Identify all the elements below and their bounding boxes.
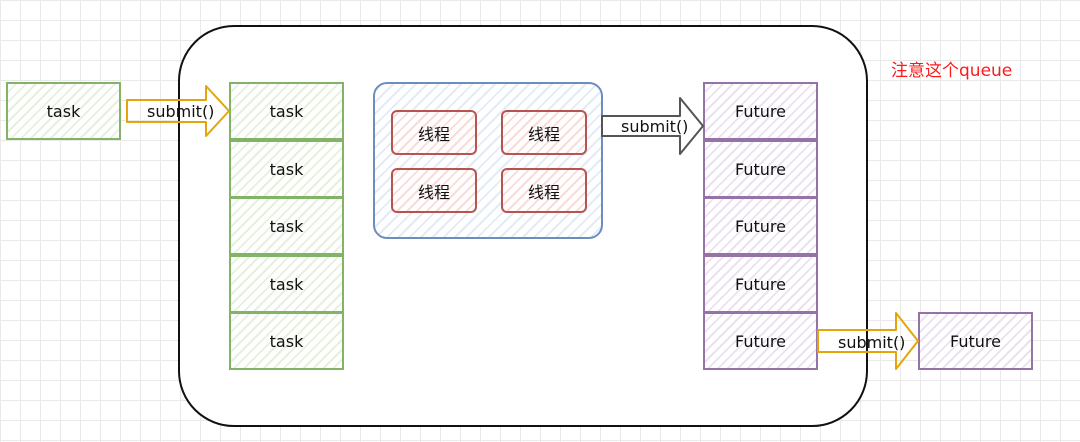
future-box-2: Future — [703, 140, 818, 198]
submit-mid-label: submit() — [621, 117, 689, 136]
queue-task-label: task — [269, 331, 304, 351]
queue-task-label: task — [269, 159, 304, 179]
queue-task-5: task — [229, 312, 344, 370]
queue-task-label: task — [269, 274, 304, 294]
future-label: Future — [735, 101, 786, 121]
queue-task-3: task — [229, 197, 344, 255]
thread-box-2: 线程 — [501, 110, 587, 155]
submit-mid-arrow — [601, 97, 704, 155]
queue-task-4: task — [229, 255, 344, 313]
thread-box-3: 线程 — [391, 168, 477, 213]
thread-box-1: 线程 — [391, 110, 477, 155]
thread-box-4: 线程 — [501, 168, 587, 213]
future-label: Future — [735, 274, 786, 294]
thread-label: 线程 — [527, 182, 560, 202]
input-task-label: task — [46, 101, 81, 121]
queue-task-label: task — [269, 216, 304, 236]
submit-in-label: submit() — [147, 102, 215, 121]
output-future-label: Future — [950, 331, 1001, 351]
future-box-3: Future — [703, 197, 818, 255]
future-label: Future — [735, 331, 786, 351]
thread-label: 线程 — [417, 182, 450, 202]
future-box-5: Future — [703, 312, 818, 370]
thread-label: 线程 — [417, 124, 450, 144]
submit-out-arrow — [817, 312, 919, 370]
queue-task-1: task — [229, 82, 344, 140]
queue-note: 注意这个queue — [891, 61, 1013, 81]
queue-task-label: task — [269, 101, 304, 121]
submit-out-label: submit() — [838, 333, 906, 352]
thread-label: 线程 — [527, 124, 560, 144]
future-label: Future — [735, 159, 786, 179]
input-task-box: task — [6, 82, 121, 140]
future-box-1: Future — [703, 82, 818, 140]
submit-in-arrow — [126, 85, 230, 137]
future-label: Future — [735, 216, 786, 236]
